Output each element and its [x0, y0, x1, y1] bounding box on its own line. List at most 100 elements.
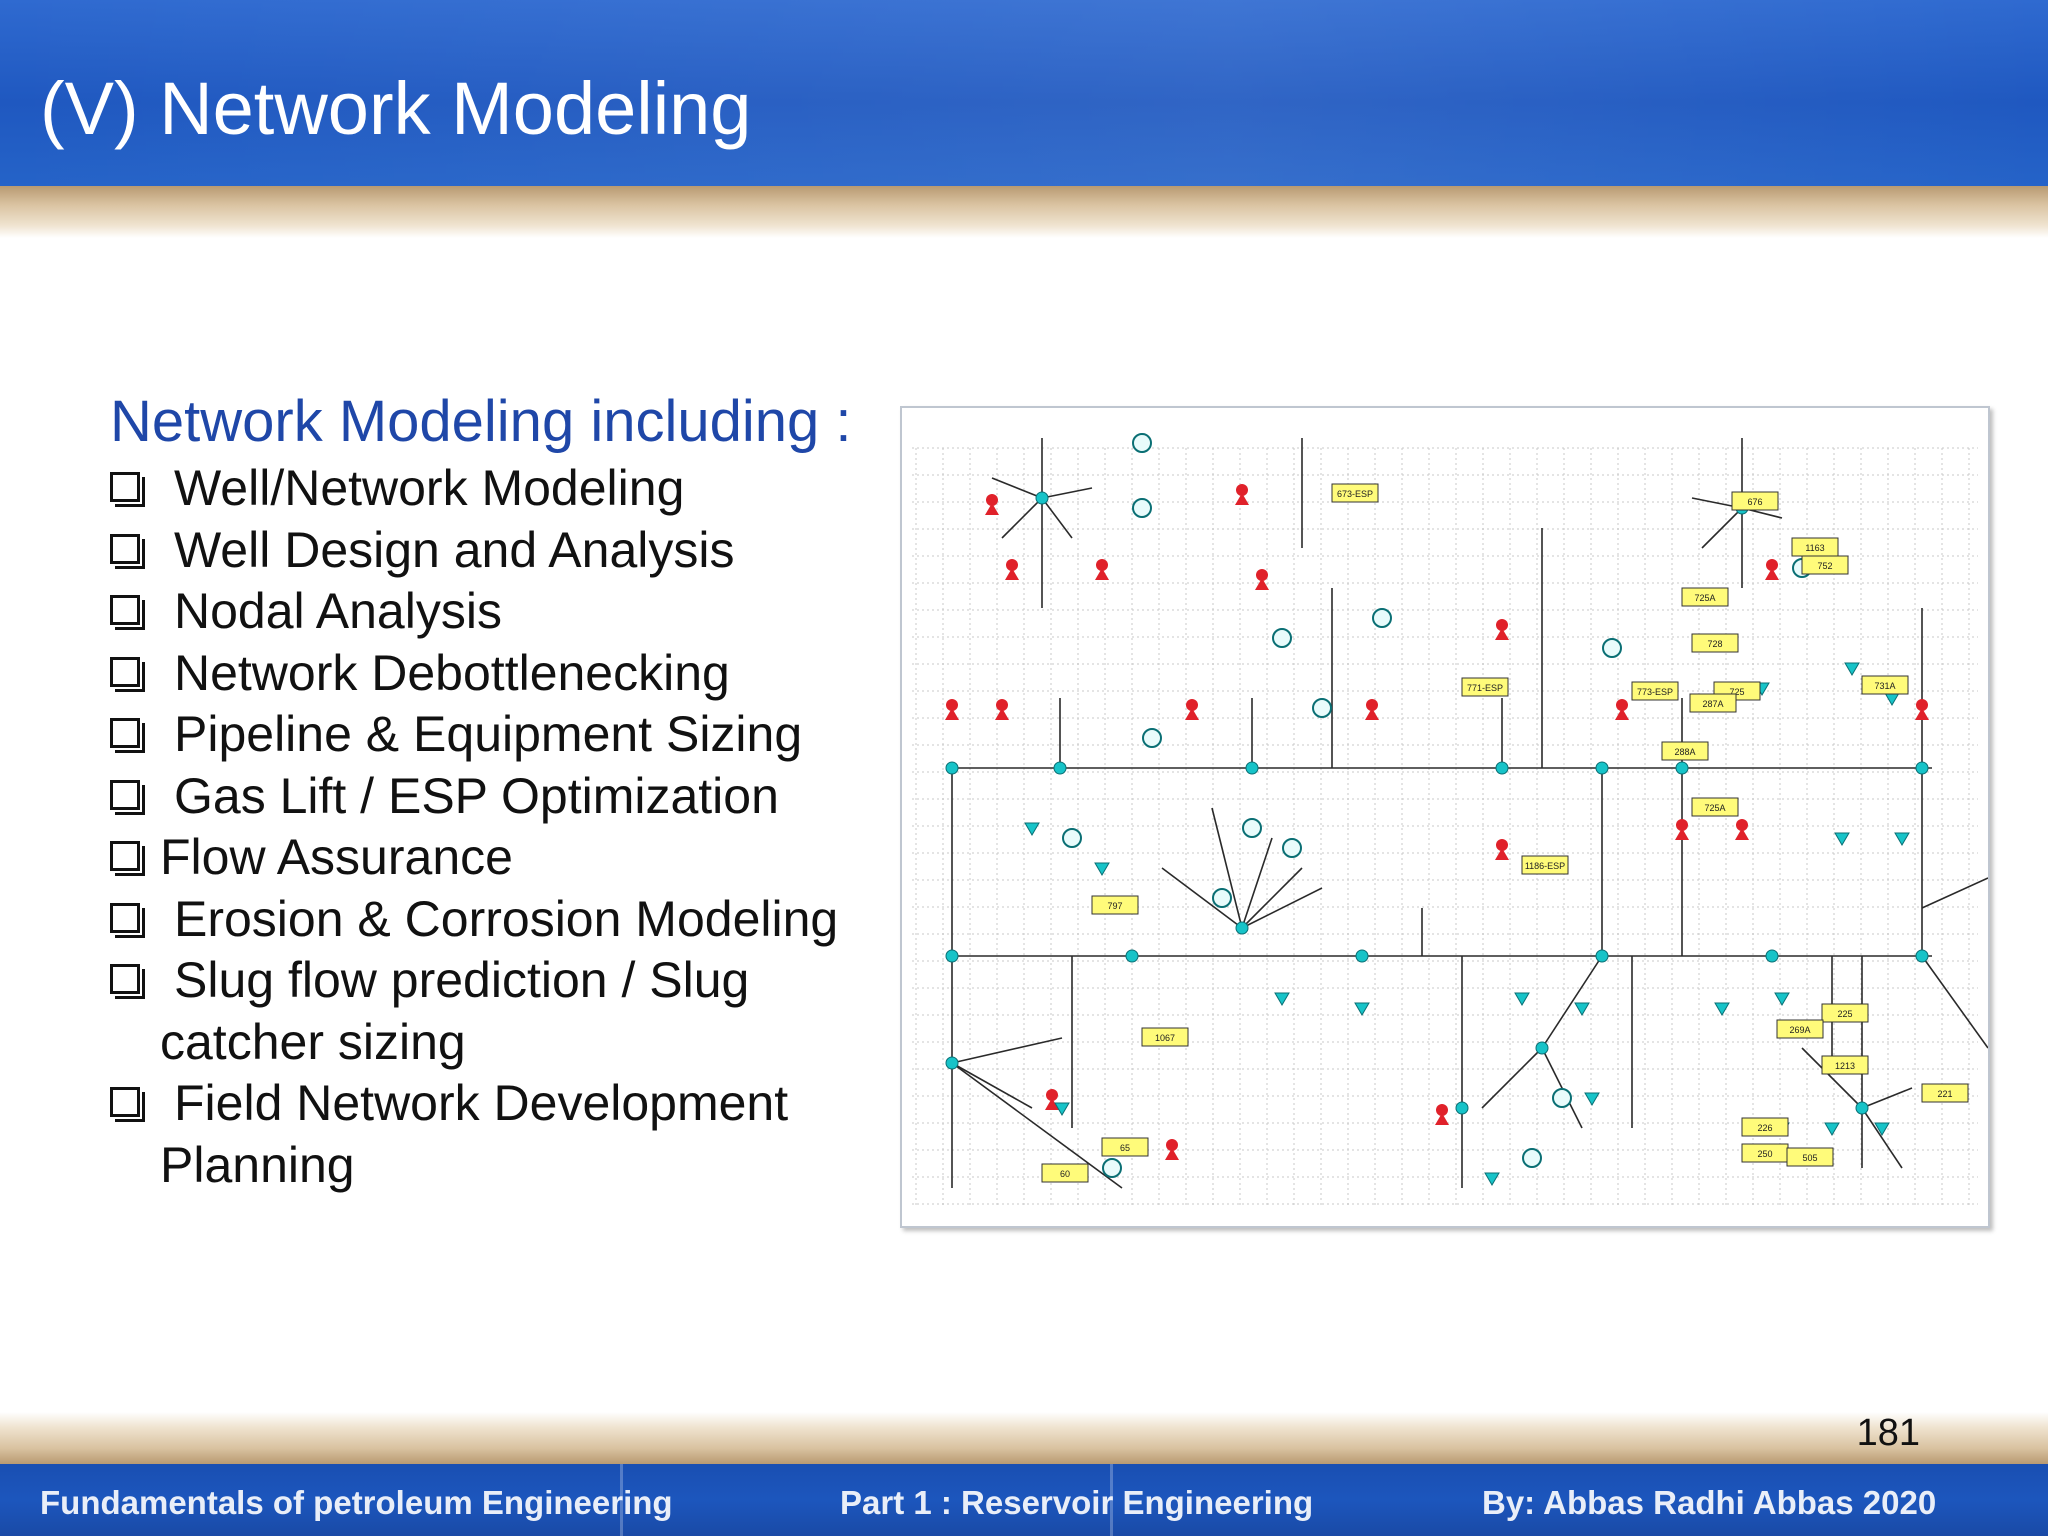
valve-icon	[1824, 1122, 1840, 1136]
bottom-gold-band	[0, 1412, 2048, 1464]
valve-icon	[1584, 1092, 1600, 1106]
valve-icon	[1844, 662, 1860, 676]
pipeline-segment	[1041, 497, 1073, 539]
diagram-label-text: 226	[1757, 1123, 1772, 1133]
pipeline-segment	[991, 477, 1043, 499]
diagram-label-box	[1689, 693, 1737, 713]
junction-node	[1495, 761, 1509, 775]
diagram-label-text: 773-ESP	[1637, 687, 1673, 697]
pipeline-segment	[1921, 955, 1989, 1049]
diagram-label-box	[1331, 483, 1379, 503]
junction-node	[1675, 761, 1689, 775]
junction-node	[945, 1056, 959, 1070]
well-icon	[996, 699, 1008, 711]
well-icon	[1046, 1089, 1058, 1101]
compressor-icon	[1212, 888, 1232, 908]
footer-divider	[620, 1464, 623, 1536]
footer-bar: Fundamentals of petroleum Engineering Pa…	[0, 1464, 2048, 1536]
title-bar: (V) Network Modeling	[0, 0, 2048, 186]
well-icon	[1186, 699, 1198, 711]
list-item: Flow Assurance	[110, 827, 838, 889]
diagram-label-text: 1213	[1835, 1061, 1855, 1071]
section-heading: Network Modeling including :	[110, 389, 852, 454]
compressor-icon	[1132, 433, 1152, 453]
valve-icon	[1484, 1172, 1500, 1186]
diagram-label-text: 65	[1120, 1143, 1130, 1153]
diagram-label-text: 771-ESP	[1467, 683, 1503, 693]
pipeline-segment	[1701, 507, 1743, 549]
well-icon	[1236, 484, 1248, 496]
list-item: Nodal Analysis	[110, 581, 838, 643]
junction-node	[1235, 921, 1249, 935]
pipeline-segment	[1161, 867, 1243, 929]
diagram-label-box	[1801, 555, 1849, 575]
diagram-label-text: 250	[1757, 1149, 1772, 1159]
well-icon	[1166, 1139, 1178, 1151]
diagram-label-box	[1921, 1083, 1969, 1103]
well-icon	[1366, 699, 1378, 711]
page-number: 181	[1856, 1412, 1920, 1454]
well-icon	[945, 708, 959, 720]
junction-node	[1595, 761, 1609, 775]
diagram-label-text: 225	[1837, 1009, 1852, 1019]
diagram-label-text: 1186-ESP	[1525, 861, 1565, 871]
valve-icon	[1884, 692, 1900, 706]
checkbox-bullet-icon	[110, 902, 145, 938]
well-icon	[1365, 708, 1379, 720]
diagram-label-box	[1521, 855, 1569, 875]
well-icon	[946, 699, 958, 711]
well-icon	[1496, 619, 1508, 631]
diagram-label-box	[1661, 741, 1709, 761]
junction-node	[1595, 949, 1609, 963]
well-icon	[1766, 559, 1778, 571]
diagram-label-text: 505	[1802, 1153, 1817, 1163]
compressor-icon	[1522, 1148, 1542, 1168]
diagram-label-text: 797	[1107, 901, 1122, 911]
well-icon	[1006, 559, 1018, 571]
well-icon	[1496, 839, 1508, 851]
footer-course-title: Fundamentals of petroleum Engineering	[40, 1484, 673, 1521]
list-item: Network Debottlenecking	[110, 643, 838, 705]
compressor-icon	[1552, 1088, 1572, 1108]
well-icon	[1675, 828, 1689, 840]
diagram-label-box	[1741, 1117, 1789, 1137]
pipeline-segment	[1211, 807, 1243, 929]
diagram-label-box	[1821, 1003, 1869, 1023]
well-icon	[1495, 848, 1509, 860]
footer-part-label: Part 1 : Reservoir Engineering	[840, 1484, 1314, 1521]
compressor-icon	[1272, 628, 1292, 648]
junction-node	[1125, 949, 1139, 963]
valve-icon	[1874, 1122, 1890, 1136]
diagram-label-text: 725	[1729, 687, 1744, 697]
pipeline-segment	[1001, 497, 1043, 539]
diagram-label-text: 221	[1937, 1089, 1952, 1099]
well-icon	[1765, 568, 1779, 580]
pipeline-segment	[951, 1037, 1063, 1064]
valve-icon	[1834, 832, 1850, 846]
footer-divider	[1110, 1464, 1113, 1536]
well-icon	[1165, 1148, 1179, 1160]
valve-icon	[1274, 992, 1290, 1006]
well-icon	[1185, 708, 1199, 720]
checkbox-bullet-icon	[110, 533, 145, 569]
pipeline-segment	[1861, 1087, 1913, 1109]
checkbox-bullet-icon	[110, 595, 145, 630]
diagram-label-box	[1691, 633, 1739, 653]
valve-icon	[1054, 1102, 1070, 1116]
diagram-label-text: 676	[1747, 497, 1762, 507]
well-icon	[1256, 569, 1268, 581]
junction-node	[1355, 949, 1369, 963]
junction-node	[1035, 491, 1049, 505]
compressor-icon	[1102, 1158, 1122, 1178]
diagram-label-box	[1041, 1163, 1089, 1183]
well-icon	[1495, 628, 1509, 640]
list-item: Well/Network Modeling	[110, 458, 838, 520]
pipeline-segment	[1241, 837, 1273, 929]
pipeline-segment	[1241, 867, 1303, 929]
diagram-label-box	[1861, 675, 1909, 695]
checkbox-bullet-icon	[110, 1087, 145, 1122]
compressor-icon	[1282, 838, 1302, 858]
